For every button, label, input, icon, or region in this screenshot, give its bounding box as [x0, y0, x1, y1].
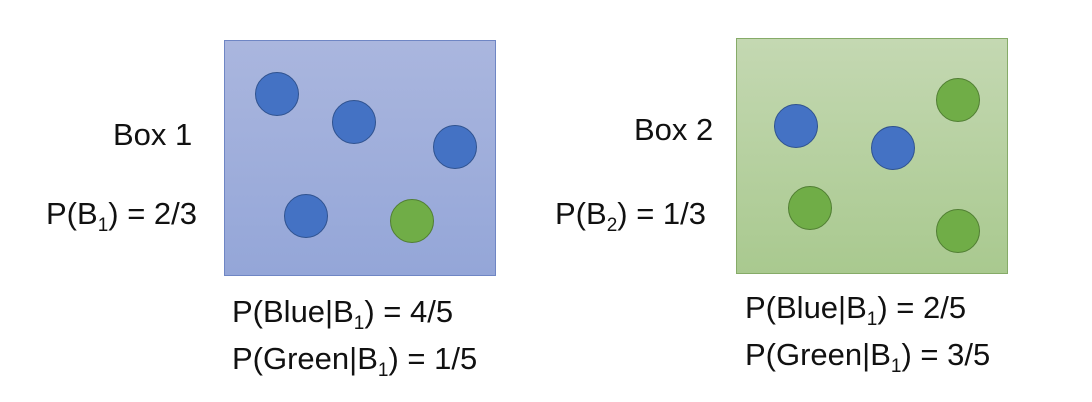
box1-prior-label: P(B1) = 2/3 [46, 196, 198, 236]
green-ball [788, 186, 832, 230]
green-ball [936, 78, 980, 122]
blue-ball [332, 100, 376, 144]
box2-prior-label: P(B2) = 1/3 [555, 196, 707, 236]
box1-likelihood-green: P(Green|B1) = 1/5 [232, 341, 478, 381]
box1-likelihood-blue: P(Blue|B1) = 4/5 [232, 294, 454, 334]
box1-container [224, 40, 496, 276]
blue-ball [284, 194, 328, 238]
box2-likelihood-green: P(Green|B1) = 3/5 [745, 337, 991, 377]
blue-ball [871, 126, 915, 170]
blue-ball [774, 104, 818, 148]
blue-ball [255, 72, 299, 116]
box2-likelihood-blue: P(Blue|B1) = 2/5 [745, 290, 967, 330]
box1-title: Box 1 [113, 117, 193, 152]
box2-container [736, 38, 1008, 274]
green-ball [390, 199, 434, 243]
blue-ball [433, 125, 477, 169]
box2-title: Box 2 [634, 112, 714, 147]
green-ball [936, 209, 980, 253]
